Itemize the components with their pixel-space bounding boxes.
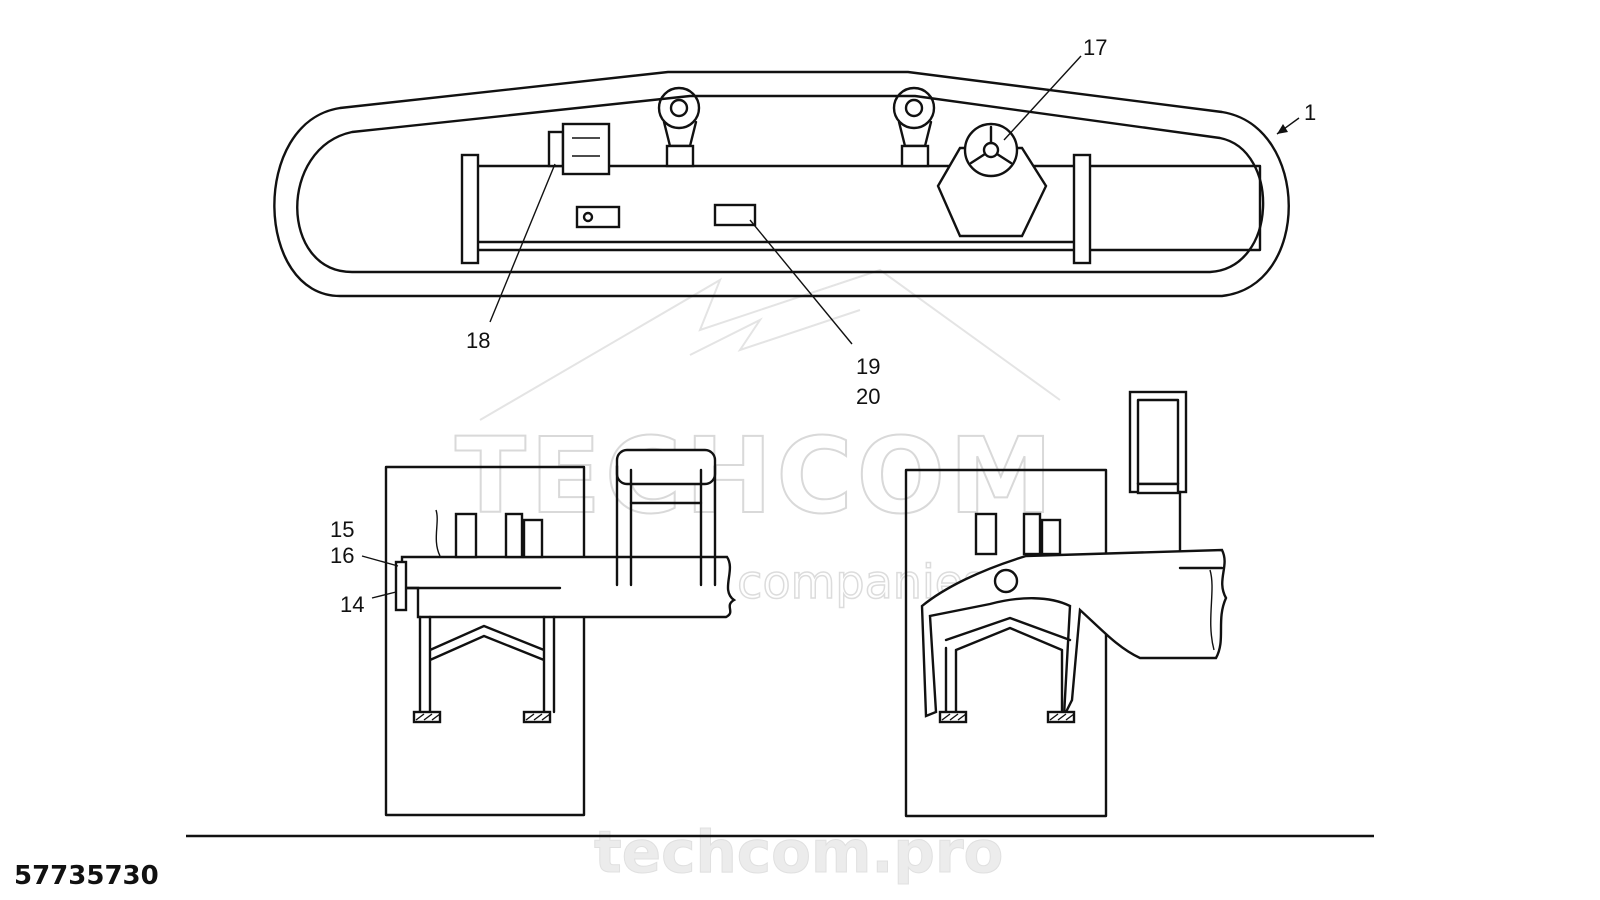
document-number: 57735730 xyxy=(14,861,159,891)
leader-18 xyxy=(489,163,556,323)
frame-plate-serial xyxy=(713,203,757,227)
leader-14 xyxy=(371,591,397,599)
leader-17 xyxy=(1003,55,1082,141)
watermark-mountain-inner-icon xyxy=(689,309,861,356)
section-left-box xyxy=(384,465,586,817)
frame-end-plate-right xyxy=(1072,153,1092,265)
section-right-link xyxy=(944,616,1072,714)
section-right-guard xyxy=(1128,390,1188,494)
callouts-left: 15 16 14 xyxy=(330,517,399,617)
callout-20: 20 xyxy=(856,384,880,409)
section-view-right xyxy=(904,390,1228,818)
section-left-block-1 xyxy=(454,512,478,559)
watermark-mountain-icon xyxy=(479,268,1061,421)
leader-19 xyxy=(749,219,853,345)
track-frame-top-view xyxy=(273,70,1290,298)
leader-1-arrow xyxy=(1277,124,1288,134)
callout-14: 14 xyxy=(340,592,364,617)
section-right-block-1 xyxy=(974,512,998,556)
watermark-url: techcom.pro xyxy=(594,818,1003,886)
final-drive-sprocket xyxy=(936,122,1048,238)
track-chain-inner xyxy=(296,94,1265,274)
frame-end-plate-left xyxy=(460,153,480,265)
callout-16: 16 xyxy=(330,543,354,568)
callout-19: 19 xyxy=(856,354,880,379)
callout-17: 17 xyxy=(1083,35,1107,60)
section-right-block-3 xyxy=(1040,518,1062,556)
section-left-block-3 xyxy=(522,518,544,559)
section-left-link xyxy=(418,615,556,714)
section-right-box xyxy=(904,468,1108,818)
leader-16 xyxy=(361,555,399,567)
section-left-bolt xyxy=(394,560,408,612)
carrier-roller-left xyxy=(657,86,701,168)
section-right-block-2 xyxy=(1022,512,1042,556)
section-right-pin xyxy=(993,568,1019,594)
watermark-brand: TECHCOM xyxy=(455,415,1057,537)
callout-15: 15 xyxy=(330,517,354,542)
track-adjuster xyxy=(547,122,611,176)
callouts-top: 17 1 18 19 20 xyxy=(466,35,1316,409)
section-left-beam xyxy=(400,555,737,619)
section-view-left xyxy=(384,448,737,817)
callout-1: 1 xyxy=(1304,100,1316,125)
carrier-roller-right xyxy=(892,86,936,168)
section-right-bracket xyxy=(920,548,1228,718)
callout-18: 18 xyxy=(466,328,490,353)
track-chain-outer xyxy=(273,70,1290,298)
frame-plate-hole xyxy=(582,211,594,223)
section-left-block-2 xyxy=(504,512,524,559)
